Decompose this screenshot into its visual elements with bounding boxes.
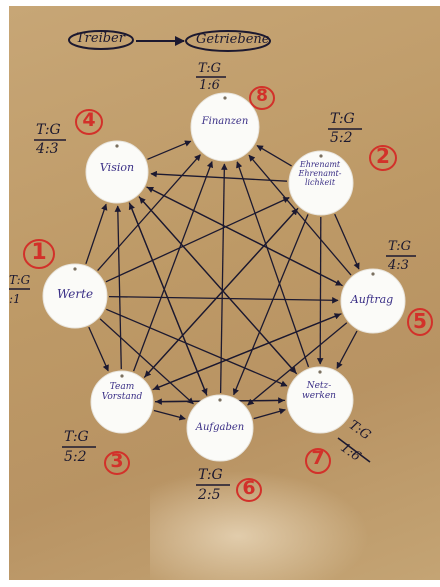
ratio-bottom-vision: 4:3 bbox=[36, 141, 59, 157]
arrow-team-to-ehrenamt bbox=[143, 208, 298, 379]
pin-vision bbox=[115, 144, 119, 148]
arrow-ehrenamt-to-auftrag bbox=[334, 213, 360, 270]
arrow-ehrenamt-to-finanzen bbox=[256, 145, 292, 167]
circle-netzwerken bbox=[286, 366, 354, 434]
arrow-werte-to-team bbox=[88, 326, 109, 372]
heading-ellipse-right bbox=[185, 30, 271, 52]
arrow-werte-to-aufgaben bbox=[99, 318, 194, 405]
node-label-auftrag: Auftrag bbox=[350, 293, 394, 306]
node-label-finanzen: Finanzen bbox=[201, 116, 249, 127]
heading-treiber: Treiber bbox=[76, 31, 125, 46]
circles bbox=[42, 92, 406, 462]
circle-finanzen bbox=[190, 92, 260, 162]
arrow-ehrenamt-to-vision bbox=[150, 170, 288, 182]
arrow-team-to-aufgaben bbox=[153, 409, 186, 421]
ratio-top-aufgaben: T:G bbox=[198, 467, 223, 483]
arrow-auftrag-to-aufgaben bbox=[247, 322, 348, 406]
arrow-werte-to-netzwerken bbox=[106, 308, 288, 387]
number-vision: 4 bbox=[82, 109, 96, 131]
pin-auftrag bbox=[371, 272, 375, 276]
pin-ehrenamt bbox=[319, 154, 323, 158]
heading-getriebene: Getriebene bbox=[196, 32, 270, 47]
ratio-top-auftrag: T:G bbox=[388, 239, 411, 254]
arrow-auftrag-to-vision bbox=[146, 186, 343, 287]
pin-werte bbox=[73, 267, 77, 271]
number-auftrag: 5 bbox=[413, 309, 427, 333]
circle-ehrenamt bbox=[288, 150, 354, 216]
number-finanzen: 8 bbox=[256, 86, 268, 106]
arrow-werte-to-ehrenamt bbox=[105, 197, 290, 283]
ratio-bottom-ehrenamt: 5:2 bbox=[330, 130, 353, 146]
node-label-werte: Werte bbox=[56, 287, 94, 301]
number-ehrenamt: 2 bbox=[376, 144, 390, 168]
arrow-aufgaben-to-netzwerken bbox=[253, 408, 286, 420]
arrow-auftrag-to-team bbox=[152, 313, 342, 391]
number-circle-5 bbox=[104, 451, 130, 475]
heading-drawing bbox=[68, 30, 271, 52]
arrow-werte-to-finanzen bbox=[97, 154, 201, 272]
ratio-top-vision: T:G bbox=[36, 122, 61, 138]
node-label-vision: Vision bbox=[99, 161, 135, 174]
circle-team bbox=[90, 370, 154, 434]
number-circle-6 bbox=[236, 478, 262, 502]
ratio-bottom-auftrag: 4:3 bbox=[388, 258, 409, 273]
arrow-ehrenamt-to-netzwerken bbox=[316, 216, 324, 365]
circle-auftrag bbox=[340, 268, 406, 334]
circle-vision bbox=[85, 140, 149, 204]
number-circle-2 bbox=[369, 145, 397, 171]
node-label-team: Team Vorstand bbox=[101, 382, 143, 402]
ratio-top-finanzen: T:G bbox=[198, 61, 221, 76]
pin-finanzen bbox=[223, 96, 227, 100]
node-label-netzwerken: Netz- werken bbox=[302, 381, 336, 401]
pin-aufgaben bbox=[218, 398, 222, 402]
arrow-netzwerken-to-finanzen bbox=[236, 161, 310, 368]
arrow-aufgaben-to-finanzen bbox=[219, 163, 228, 394]
number-circle-0 bbox=[249, 86, 275, 110]
pin-netzwerken bbox=[318, 370, 322, 374]
pin-team bbox=[120, 374, 124, 378]
ratio-top-team: T:G bbox=[64, 429, 89, 445]
number-circle-3 bbox=[23, 239, 55, 269]
node-label-ehrenamt: Ehrenamt Ehrenamt- lichkeit bbox=[298, 160, 342, 187]
ratio-bottom-finanzen: 1:6 bbox=[199, 78, 220, 93]
number-team: 3 bbox=[110, 450, 124, 472]
circle-aufgaben bbox=[186, 394, 254, 462]
arrow-netzwerken-to-vision bbox=[139, 196, 298, 375]
photo-edge-left bbox=[0, 0, 9, 587]
arrow-auftrag-to-finanzen bbox=[248, 154, 352, 276]
arrow-werte-to-vision bbox=[85, 203, 108, 265]
number-circle-7 bbox=[305, 448, 331, 474]
arrow-team-to-vision bbox=[114, 205, 122, 370]
number-aufgaben: 6 bbox=[242, 477, 256, 499]
number-werte: 1 bbox=[31, 240, 47, 265]
ratio-top-ehrenamt: T:G bbox=[330, 111, 355, 127]
ratio-bottom-aufgaben: 2:5 bbox=[198, 487, 221, 503]
fraction-line-7 bbox=[337, 437, 371, 463]
arrow-aufgaben-to-vision bbox=[128, 202, 208, 396]
ratio-bottom-werte: :1 bbox=[9, 292, 21, 306]
node-label-aufgaben: Aufgaben bbox=[195, 422, 245, 433]
arrows bbox=[85, 140, 360, 421]
ratio-fraction-lines bbox=[8, 76, 416, 486]
heading-ellipse-left bbox=[68, 30, 134, 50]
arrow-ehrenamt-to-aufgaben bbox=[232, 214, 309, 396]
arrow-werte-to-auftrag bbox=[108, 295, 339, 304]
ratio-bottom-team: 5:2 bbox=[64, 449, 87, 465]
ratio-top-werte: T:G bbox=[9, 273, 31, 287]
number-circles bbox=[23, 86, 433, 502]
circle-werte bbox=[42, 263, 108, 329]
arrow-team-to-finanzen bbox=[132, 160, 213, 372]
number-netzwerken: 7 bbox=[311, 447, 325, 469]
number-circle-4 bbox=[407, 308, 433, 336]
arrow-vision-to-finanzen bbox=[147, 140, 192, 160]
arrow-auftrag-to-netzwerken bbox=[336, 330, 358, 369]
number-circle-1 bbox=[75, 109, 103, 135]
